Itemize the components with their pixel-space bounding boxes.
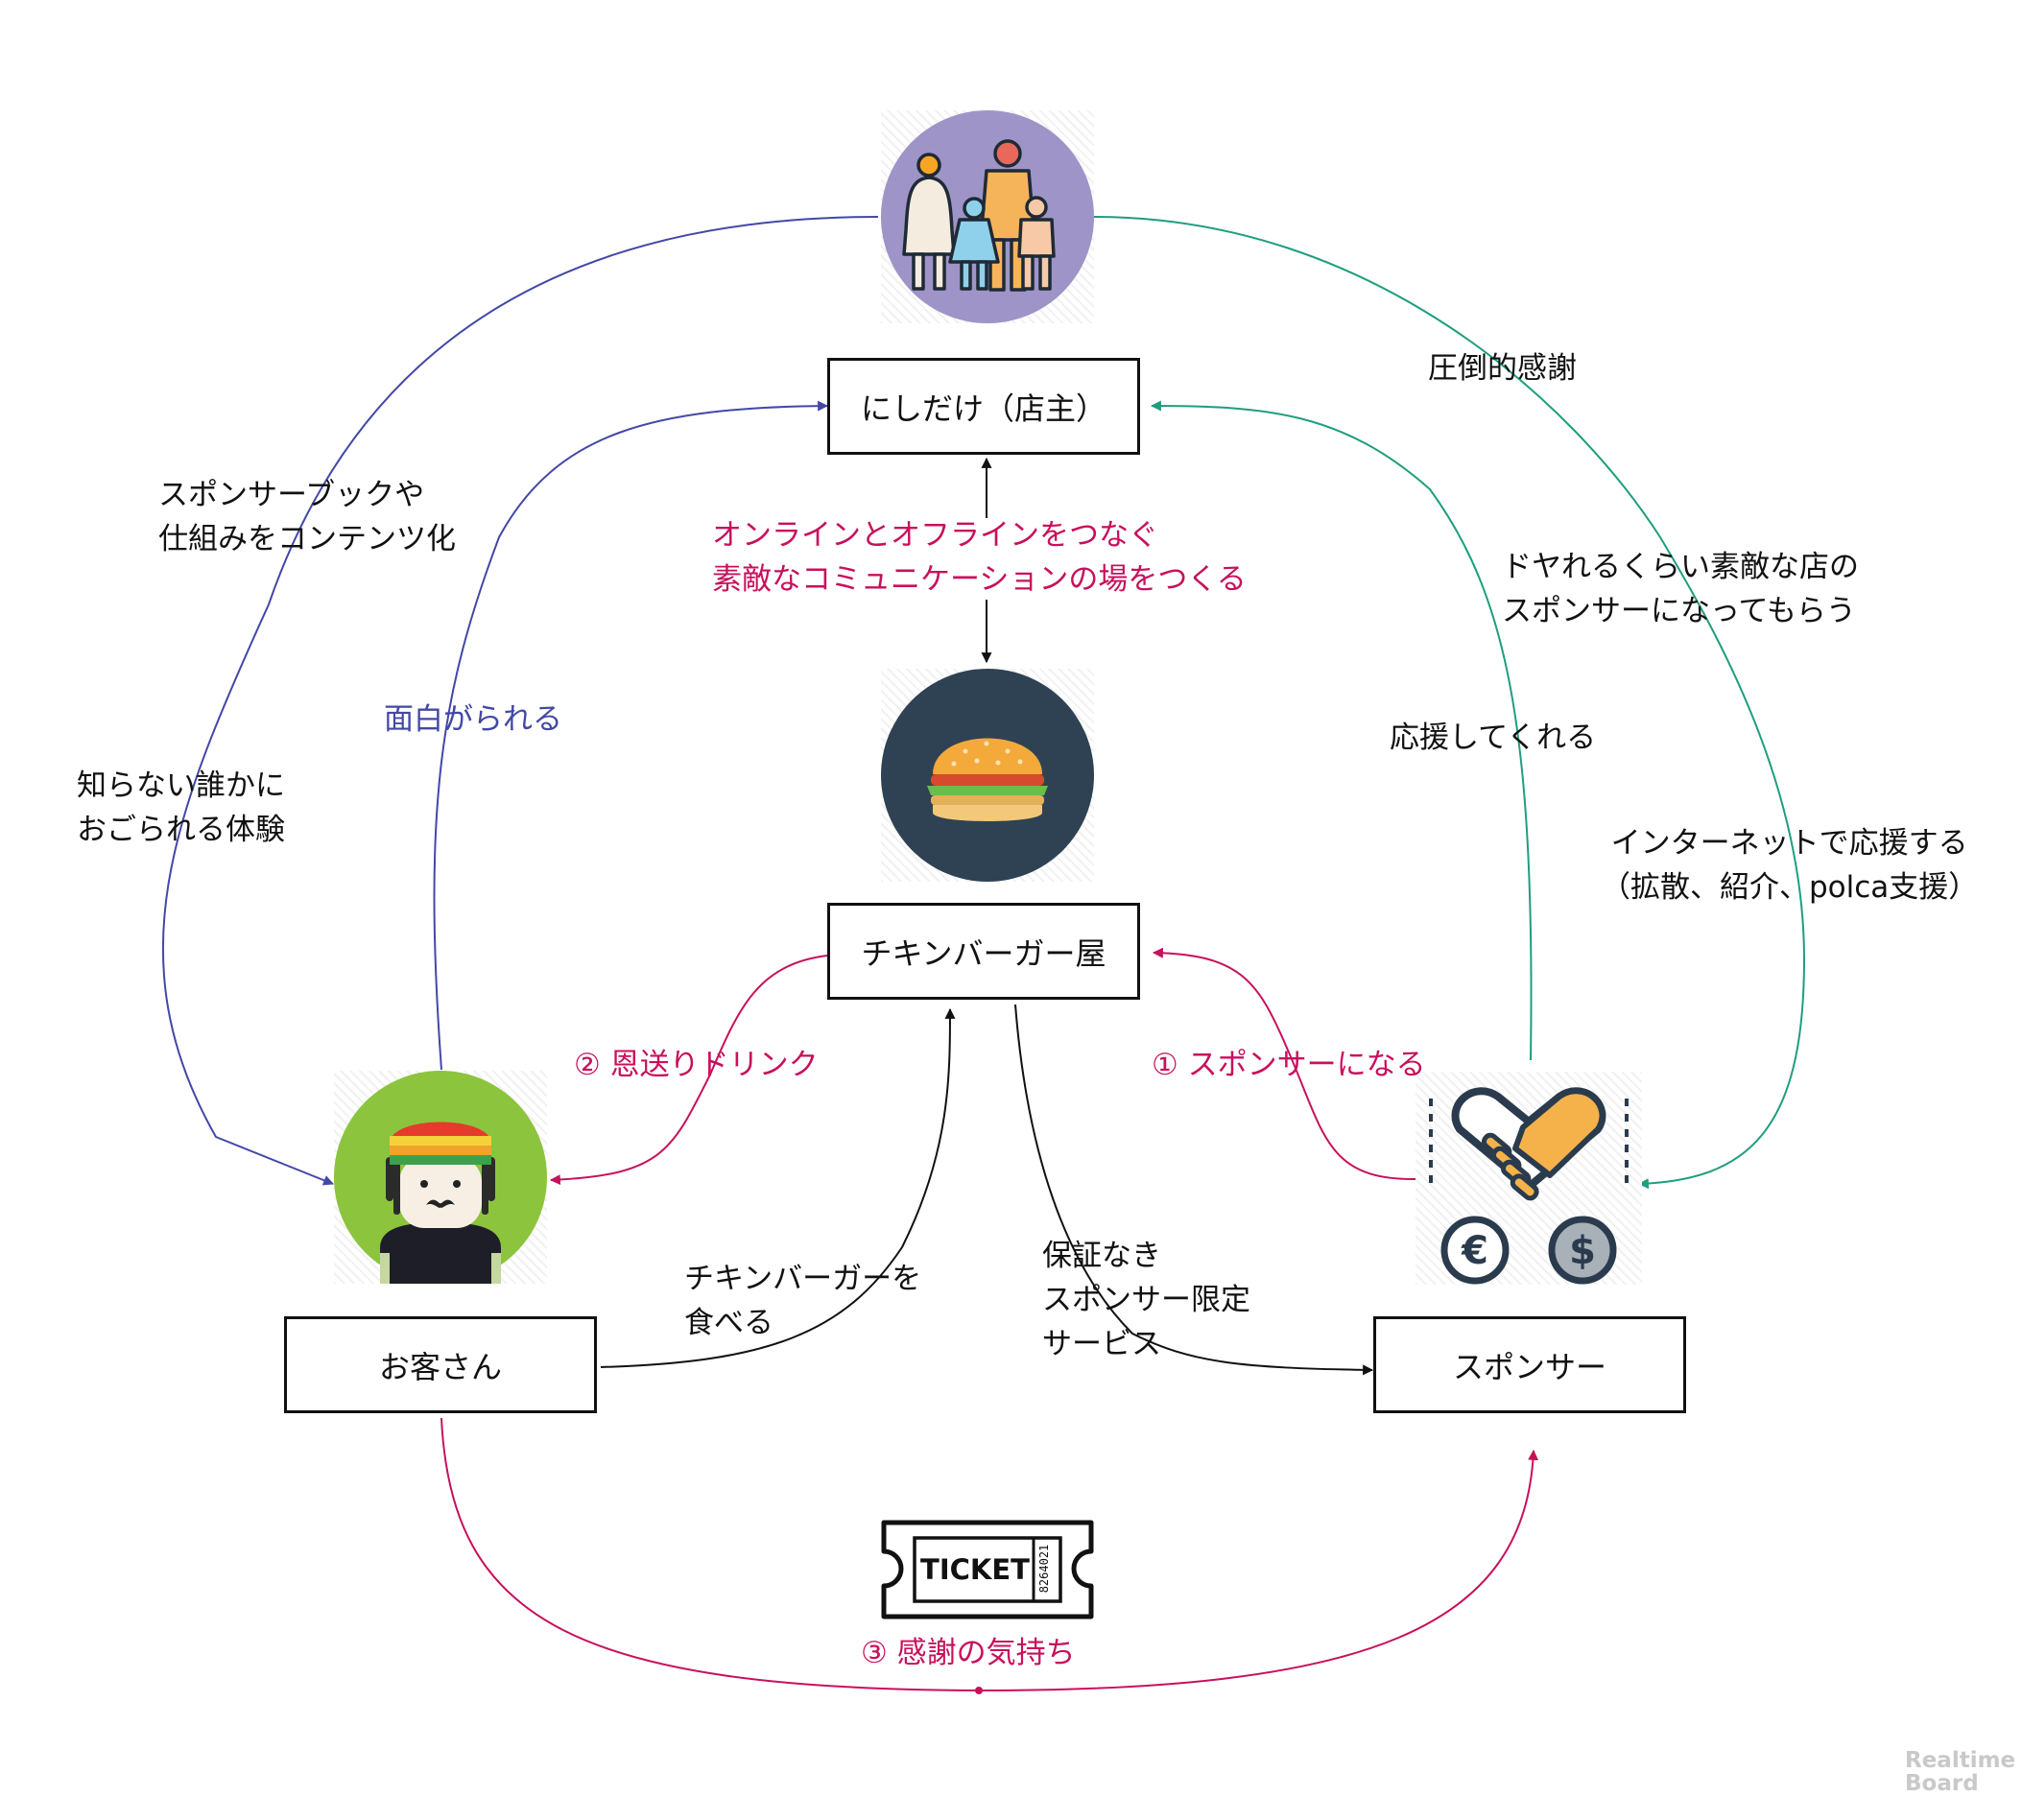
treat-experience-label: 知らない誰かに おごられる体験 — [77, 768, 285, 847]
edge-customer-to-owner — [433, 400, 829, 1071]
burger-icon — [881, 669, 1094, 882]
proud-sponsor-label: ドヤれるくらい素敵な店の スポンサーになってもらう — [1502, 550, 1859, 628]
owner-node[interactable]: にしだけ（店主） — [827, 358, 1140, 455]
content-label: スポンサーブックや 仕組みをコンテンツ化 — [158, 478, 456, 556]
edge-sponsor-to-shop — [1152, 947, 1416, 1181]
edge-customer-to-shop — [600, 1007, 956, 1368]
shop-node[interactable]: チキンバーガー屋 — [827, 903, 1140, 1000]
internet-support-label: インターネットで応援する （拡散、紹介、polca支援） — [1601, 826, 1979, 905]
concept-label: オンラインとオフラインをつなぐ 素敵なコミュニケーションの場をつくる — [712, 518, 1247, 597]
family-icon — [881, 110, 1094, 323]
edge-sponsor-to-owner — [1150, 400, 1533, 1061]
customer-node[interactable]: お客さん — [284, 1316, 597, 1413]
edge-shop-to-customer — [549, 955, 828, 1186]
ticket-icon: TICKET 8264021 — [876, 1519, 1099, 1620]
step1-label: ① スポンサーになる — [1152, 1048, 1426, 1082]
service-label: 保証なき スポンサー限定 サービス — [1042, 1239, 1250, 1361]
step3-label: ③ 感謝の気持ち — [861, 1636, 1076, 1670]
dollar-coin-icon — [1552, 1219, 1613, 1281]
edge-family-to-customer — [161, 216, 879, 1186]
eat-label: チキンバーガーを 食べる — [684, 1262, 922, 1340]
euro-coin-icon — [1444, 1219, 1506, 1281]
ticket-text: TICKET — [920, 1553, 1030, 1586]
rasta-customer-icon — [334, 1071, 547, 1284]
gratitude-owner-label: 圧倒的感謝 — [1428, 351, 1577, 386]
watermark: Realtime Board — [1905, 1748, 2016, 1796]
edge-shop-to-sponsor — [1014, 1004, 1374, 1376]
edge-family-to-sponsor — [1093, 216, 1806, 1190]
interesting-label: 面白がられる — [384, 702, 562, 737]
svg-text:$: $ — [1569, 1229, 1596, 1273]
handshake-icon: € $ — [1415, 1072, 1642, 1285]
edge-midpoint-dot — [975, 1687, 983, 1694]
ticket-number: 8264021 — [1037, 1544, 1051, 1594]
svg-text:€: € — [1461, 1229, 1488, 1273]
support-label: 応援してくれる — [1390, 721, 1597, 755]
step2-label: ② 恩送りドリンク — [574, 1048, 819, 1082]
sponsor-node[interactable]: スポンサー — [1373, 1316, 1686, 1413]
